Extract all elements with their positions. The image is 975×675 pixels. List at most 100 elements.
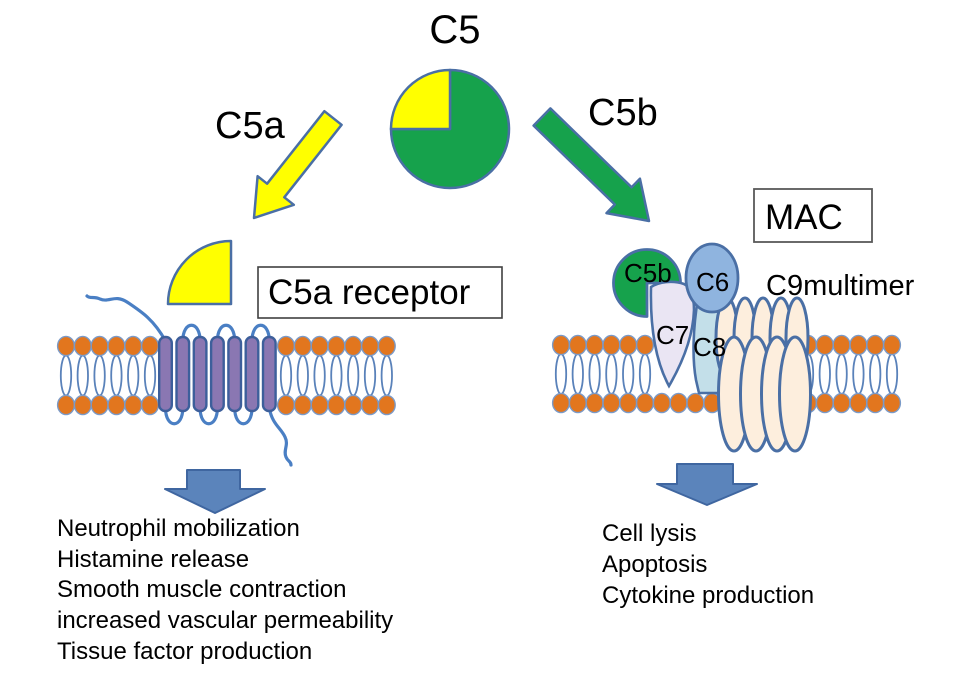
lipid-head — [832, 392, 851, 414]
c9-multimer-pore — [714, 296, 812, 453]
c5a-fragment-wedge — [166, 239, 233, 306]
effect-item: increased vascular permeability — [57, 607, 393, 634]
c5-pie — [389, 68, 511, 190]
lipid-head — [73, 394, 92, 416]
lipid-tail — [110, 354, 123, 397]
lipid-tail — [59, 354, 73, 397]
effect-item: Apoptosis — [602, 551, 707, 578]
tm-helix — [192, 335, 208, 413]
receptor-helices — [157, 335, 277, 413]
lipid-head — [56, 394, 76, 416]
lipid-head — [585, 334, 604, 356]
c9-subunit — [778, 335, 812, 453]
effect-item: Tissue factor production — [57, 638, 312, 665]
tm-helix — [261, 335, 277, 413]
lipid-head — [90, 335, 109, 357]
lipid-tail — [313, 354, 326, 397]
lipid-tail — [127, 354, 140, 397]
left-down-arrow — [164, 469, 266, 514]
effect-item: Cytokine production — [602, 582, 814, 609]
tm-helix — [244, 335, 260, 413]
effect-item: Cell lysis — [602, 520, 697, 547]
lipid-head — [849, 334, 868, 356]
lipid-head — [619, 334, 638, 356]
tm-helix — [175, 335, 191, 413]
lipid-head — [124, 394, 143, 416]
c5-pie-yellow-sector — [389, 68, 452, 131]
membrane-left — [56, 335, 396, 416]
tm-helix — [157, 335, 173, 413]
lipid-tail — [818, 353, 831, 395]
c5b-arrow — [532, 107, 651, 223]
c5b-fragment — [612, 248, 682, 318]
lipid-head — [344, 394, 363, 416]
lipid-tail — [554, 353, 568, 395]
lipid-head — [686, 392, 705, 414]
c9multimer-label: C9multimer — [766, 270, 915, 302]
lipid-head — [73, 335, 92, 357]
lipid-head — [360, 335, 380, 357]
lipid-tail — [852, 353, 865, 395]
lipid-head — [619, 392, 638, 414]
c5a-receptor — [85, 294, 293, 467]
c5-title: C5 — [429, 8, 480, 52]
effect-item: Histamine release — [57, 546, 249, 573]
lipid-head — [140, 335, 160, 357]
c5b-label: C5b — [588, 92, 658, 134]
lipid-head — [90, 394, 109, 416]
lipid-head — [107, 394, 126, 416]
lipid-head — [585, 392, 604, 414]
lipid-head — [882, 392, 902, 414]
lipid-head — [56, 335, 76, 357]
lipid-tail — [605, 353, 618, 395]
lipid-head — [568, 392, 587, 414]
mac-c6-label: C6 — [696, 267, 729, 297]
mac-c5b-label: C5b — [624, 258, 672, 288]
lipid-head — [815, 392, 834, 414]
right-down-arrow — [656, 463, 758, 506]
lipid-tail — [588, 353, 601, 395]
lipid-head — [124, 335, 143, 357]
mac-c8-label: C8 — [693, 332, 726, 362]
lipid-tail — [279, 354, 293, 397]
c5-pie-green-sector — [389, 68, 511, 190]
lipid-head — [377, 394, 396, 416]
lipid-head — [602, 392, 621, 414]
receptor-bottom-loop — [233, 406, 254, 426]
mac-complex: C5b C6 C7 C8 — [612, 242, 812, 453]
mac-box-label: MAC — [765, 198, 843, 237]
lipid-tail — [571, 353, 584, 395]
c5a-effects-list: Neutrophil mobilization Histamine releas… — [57, 515, 393, 665]
lipid-head — [276, 335, 296, 357]
lipid-head — [602, 334, 621, 356]
lipid-head — [849, 392, 868, 414]
lipid-head — [310, 394, 329, 416]
membrane-right — [551, 334, 902, 414]
lipid-head — [551, 392, 571, 414]
lipid-head — [327, 335, 346, 357]
lipid-head — [669, 392, 688, 414]
lipid-head — [866, 392, 885, 414]
lipid-tail — [622, 353, 635, 395]
receptor-bottom-loop — [163, 406, 185, 426]
mac-effects-list: Cell lysis Apoptosis Cytokine production — [602, 520, 814, 609]
c5a-receptor-box-label: C5a receptor — [268, 273, 471, 312]
lipid-head — [293, 394, 312, 416]
lipid-tail — [869, 353, 882, 395]
lipid-head — [551, 334, 571, 356]
lipid-head — [832, 334, 851, 356]
mac-c7-label: C7 — [656, 320, 689, 350]
lipid-head — [276, 394, 296, 416]
lipid-head — [140, 394, 160, 416]
lipid-head — [866, 334, 885, 356]
lipid-head — [293, 335, 312, 357]
c6-protein — [684, 242, 740, 314]
lipid-head — [377, 335, 396, 357]
lipid-tail — [835, 353, 848, 395]
receptor-bottom-loop — [198, 406, 219, 426]
lipid-head — [107, 335, 126, 357]
receptor-n-terminus — [85, 294, 168, 343]
tm-helix — [209, 335, 225, 413]
